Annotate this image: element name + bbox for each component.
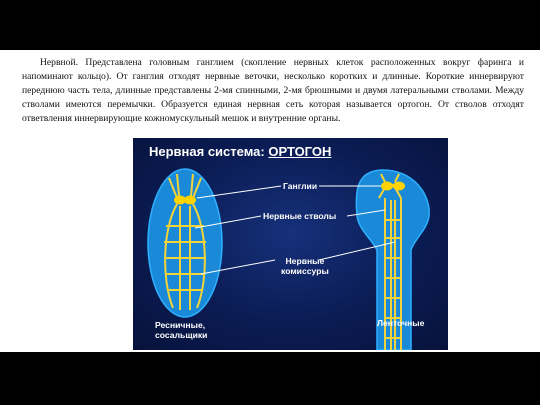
flatworm-ganglion-left [174, 195, 186, 205]
figure-title: Нервная система: ОРТОГОН [149, 144, 331, 159]
bottom-letterbox [0, 352, 540, 405]
slide: Нервной. Представлена головным ганглием … [0, 50, 540, 352]
ribbon-worm-body [355, 169, 430, 350]
description-paragraph: Нервной. Представлена головным ганглием … [22, 56, 524, 126]
label-flatworms: Ресничные, сосальщики [155, 320, 207, 340]
ribbon-worm-ganglion-left [381, 181, 393, 191]
figure-title-accent: ОРТОГОН [268, 144, 332, 159]
pointer-commissures-left [200, 259, 276, 275]
ribbon-worm-ganglion-right [393, 181, 405, 191]
pointer-commissures-right [318, 241, 396, 261]
label-nerve-commissures: Нервные комиссуры [281, 256, 329, 276]
pointer-trunks-left [194, 215, 262, 229]
flatworm-ganglion-right [184, 195, 196, 205]
ribbon-worm-nerves [378, 173, 402, 350]
label-ganglia: Ганглии [283, 181, 318, 191]
flatworm-nerves [164, 173, 206, 310]
paragraph-text: Нервной. Представлена головным ганглием … [22, 57, 524, 124]
label-ribbon-worms: Ленточные [377, 318, 425, 328]
orthogon-illustration [147, 168, 430, 350]
label-commissures-line2: комиссуры [281, 266, 329, 276]
orthogon-figure: Нервная система: ОРТОГОН Ганглии Нервные… [133, 138, 448, 350]
label-nerve-trunks: Нервные стволы [263, 211, 337, 221]
label-flatworms-line2: сосальщики [155, 330, 208, 340]
top-letterbox [0, 0, 540, 50]
pointer-ganglia-left [196, 185, 282, 199]
label-commissures-line1: Нервные [285, 256, 325, 266]
ribbon-worm-illustration [355, 169, 430, 350]
pointer-trunks-right [346, 209, 386, 217]
flatworm-illustration [147, 168, 223, 318]
label-pointers [194, 185, 396, 275]
label-flatworms-line1: Ресничные, [155, 320, 206, 330]
figure-title-main: Нервная система: [149, 144, 265, 159]
